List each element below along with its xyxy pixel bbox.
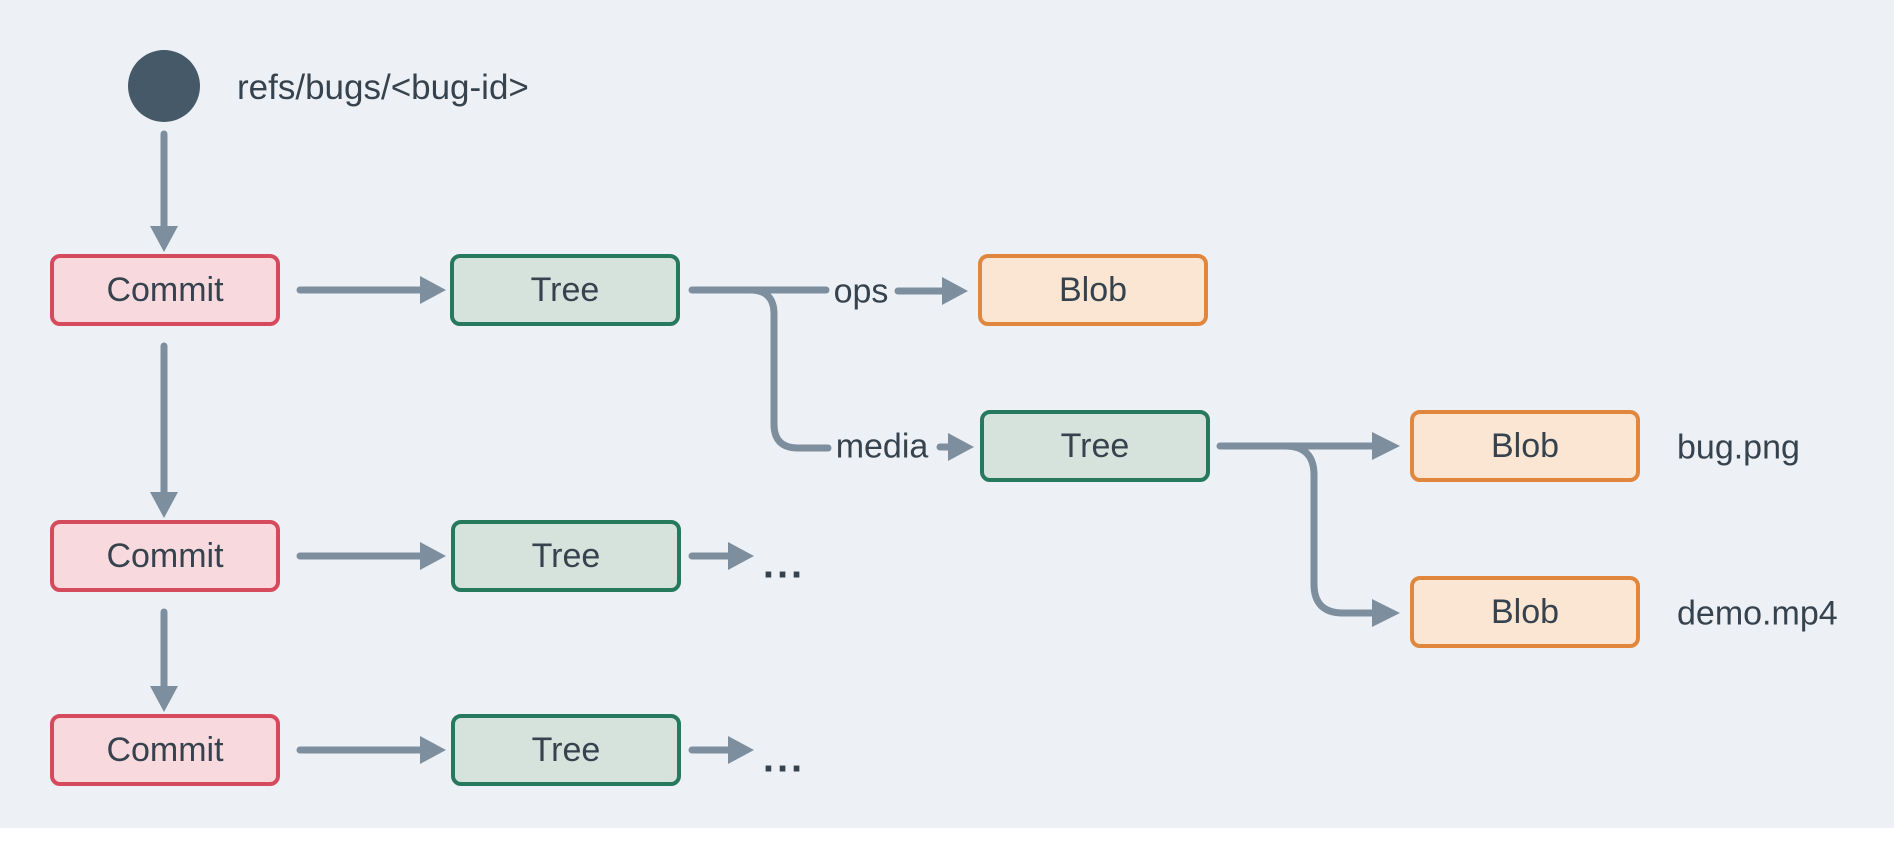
page-bottom-strip — [0, 828, 1894, 844]
arrowhead-tree3-to-ellipsis — [728, 736, 754, 764]
edge-label-ops: ops — [833, 272, 889, 311]
blob-node-ops: Blob — [978, 254, 1208, 326]
file-label-bug: bug.png — [1677, 428, 1800, 467]
edge-label-media: media — [835, 427, 929, 466]
tree-node-media: Tree — [980, 410, 1210, 482]
arrowhead-commit1-to-tree1 — [420, 276, 446, 304]
commit-node-3: Commit — [50, 714, 280, 786]
arrowhead-ops-to-blob — [942, 277, 968, 305]
commit-node-2: Commit — [50, 520, 280, 592]
arrowhead-media-to-tree — [948, 433, 974, 461]
ellipsis-row2: ... — [762, 542, 806, 587]
edge-tree1-branch-to-media — [746, 286, 832, 452]
tree-node-3: Tree — [451, 714, 681, 786]
arrowhead-treemedia-to-blob-bug — [1372, 432, 1400, 460]
arrowhead-ref-to-commit1 — [150, 226, 178, 252]
arrowhead-commit2-to-commit3 — [150, 686, 178, 712]
arrowhead-commit2-to-tree2 — [420, 542, 446, 570]
tree-node-2: Tree — [451, 520, 681, 592]
arrowhead-commit1-to-commit2 — [150, 492, 178, 518]
commit-node-1: Commit — [50, 254, 280, 326]
blob-node-demo: Blob — [1410, 576, 1640, 648]
ellipsis-row3: ... — [762, 736, 806, 781]
arrowhead-commit3-to-tree3 — [420, 736, 446, 764]
tree-node-1: Tree — [450, 254, 680, 326]
arrowhead-treemedia-to-blob-demo — [1372, 599, 1400, 627]
ref-label: refs/bugs/<bug-id> — [237, 68, 529, 107]
file-label-demo: demo.mp4 — [1677, 594, 1838, 633]
blob-node-bug: Blob — [1410, 410, 1640, 482]
arrowhead-tree2-to-ellipsis — [728, 542, 754, 570]
ref-node-circle — [128, 50, 200, 122]
edge-treemedia-branch-to-blob-demo — [1281, 442, 1376, 617]
